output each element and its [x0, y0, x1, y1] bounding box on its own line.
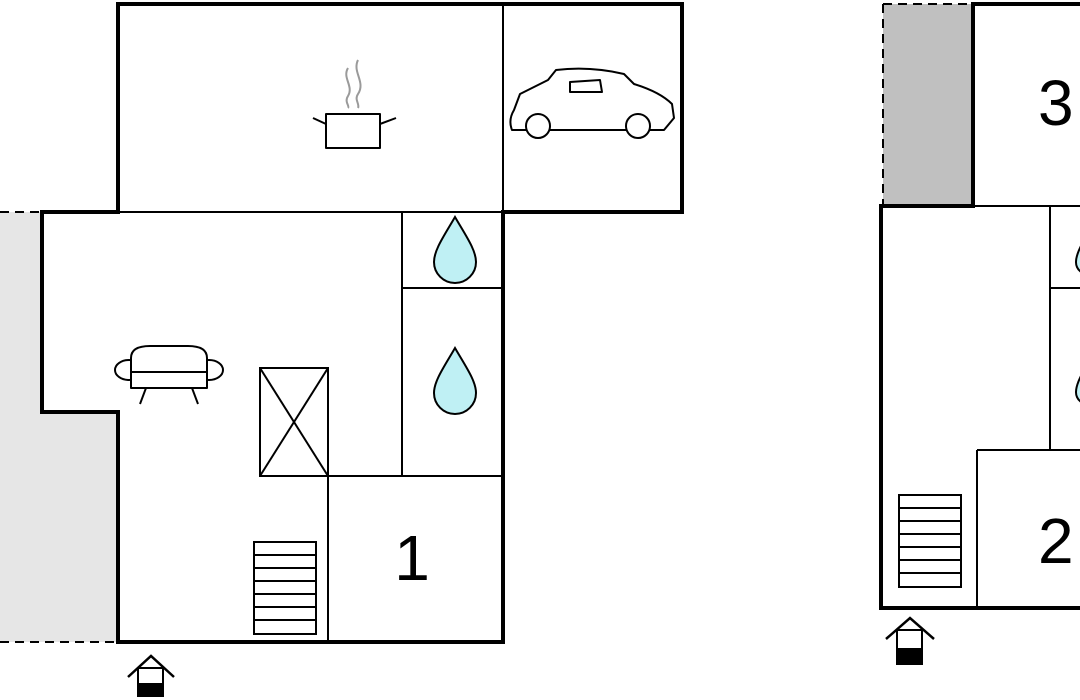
water-drop-icon — [432, 215, 478, 284]
water-drop-icon — [1074, 245, 1080, 273]
stairs-icon — [898, 494, 962, 588]
stairwell-void — [259, 367, 329, 477]
upper-floor-plan: 3 2 — [879, 2, 1080, 665]
terrace-area — [0, 211, 118, 643]
cooking-pot-icon — [312, 59, 397, 149]
ground-floor-walls — [40, 2, 684, 644]
room-number-label: 1 — [394, 522, 430, 594]
stairs-icon — [253, 541, 317, 635]
water-drop-icon — [432, 346, 478, 415]
upper-floor-walls — [879, 2, 1080, 610]
car-icon — [509, 67, 675, 139]
ground-floor-plan: 1 — [0, 2, 684, 697]
sofa-icon — [114, 345, 224, 405]
upper-floor-partitions — [973, 205, 1080, 608]
ground-floor-partitions — [118, 6, 504, 642]
house-entrance-icon — [127, 654, 175, 697]
balcony-area — [882, 3, 973, 204]
room-number-label: 3 — [1038, 67, 1074, 139]
room-number-label: 2 — [1038, 505, 1074, 577]
water-drop-icon — [1074, 375, 1080, 403]
house-entrance-icon — [885, 616, 935, 665]
